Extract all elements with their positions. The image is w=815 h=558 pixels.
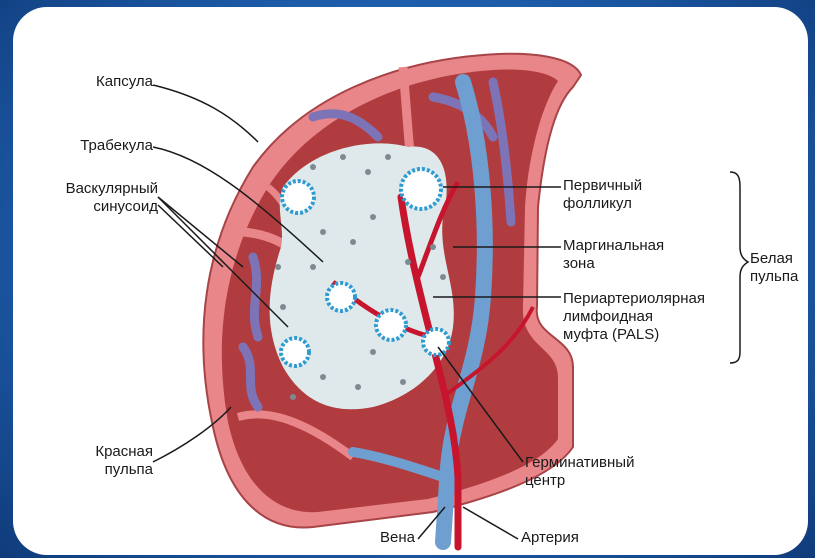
label-pals-line3: муфта (PALS): [563, 326, 659, 343]
label-red-pulp-line2: пульпа: [53, 461, 153, 478]
label-vein: Вена: [343, 529, 415, 546]
label-vascular-sinusoid-line1: Васкулярный: [38, 180, 158, 197]
label-germinal-center-line2: центр: [525, 472, 565, 489]
diagram-panel: Капсула Трабекула Васкулярный синусоид П…: [13, 7, 808, 555]
label-artery: Артерия: [521, 529, 579, 546]
label-trabecula: Трабекула: [53, 137, 153, 154]
label-vascular-sinusoid-line2: синусоид: [38, 198, 158, 215]
label-primary-follicle-line1: Первичный: [563, 177, 642, 194]
label-marginal-zone-line2: зона: [563, 255, 595, 272]
label-primary-follicle-line2: фолликул: [563, 195, 632, 212]
label-capsule: Капсула: [65, 73, 153, 90]
label-germinal-center-line1: Герминативный: [525, 454, 634, 471]
label-marginal-zone-line1: Маргинальная: [563, 237, 664, 254]
label-pals-line2: лимфоидная: [563, 308, 653, 325]
label-white-pulp-line2: пульпа: [750, 268, 798, 285]
label-white-pulp-line1: Белая: [750, 250, 793, 267]
label-pals-line1: Периартериолярная: [563, 290, 705, 307]
label-red-pulp-line1: Красная: [53, 443, 153, 460]
